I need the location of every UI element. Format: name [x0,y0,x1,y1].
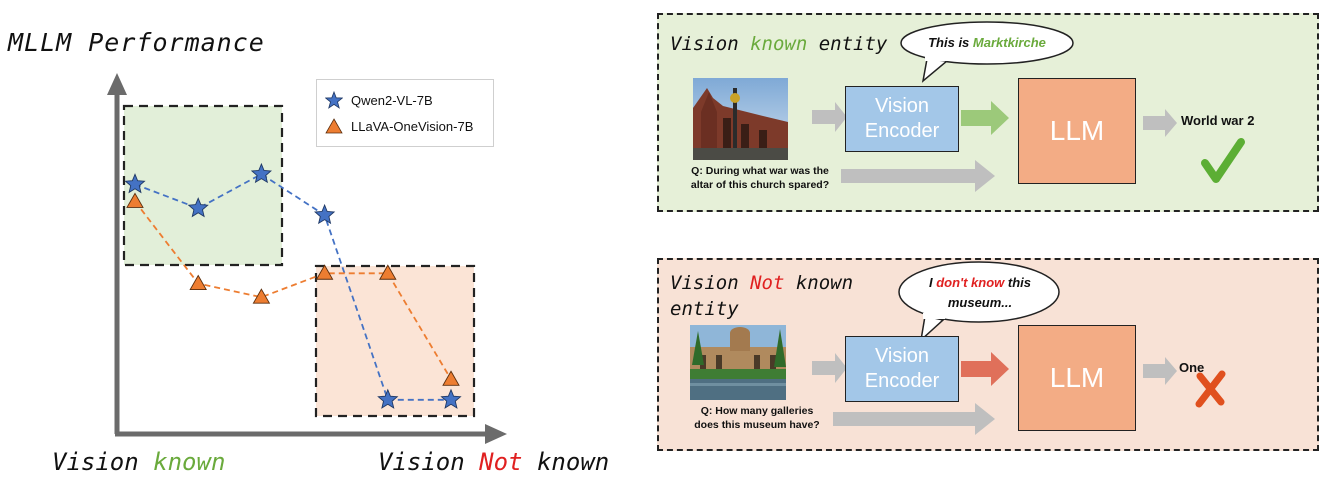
unknown-question-line2: does this museum have? [694,418,820,431]
known-llm-box: LLM [1018,78,1136,184]
known-encoder-line1: Vision [874,95,930,117]
chart-legend: Qwen2-VL-7B LLaVA-OneVision-7B [316,79,494,147]
arrow-image-to-encoder [812,102,847,132]
unknown-bubble-highlight: don't know [936,275,1005,290]
known-title-prefix: Vision [670,33,751,55]
series-0-point-3 [313,203,336,225]
known-question-line1: Q: During what war was the [691,165,829,177]
known-region [122,104,284,267]
unknown-vision-encoder: Vision Encoder [845,336,959,402]
series-0-point-0 [124,173,146,194]
x-label-left-highlight: known [153,448,226,476]
unknown-speech-bubble [898,261,1060,323]
unknown-encoder-line1: Vision [874,345,930,367]
unknown-region [314,264,476,418]
known-bubble-prefix: This is [928,35,973,50]
unknown-panel-title: Vision Not known entity [670,271,853,322]
unknown-encoder-line2: Encoder [864,370,940,392]
x-label-vision-not-known: Vision Not known [378,448,609,476]
check-icon [1201,138,1245,183]
triangle-icon [325,118,343,134]
unknown-question: Q: How many galleries does this museum h… [672,405,842,432]
known-title-suffix: entity [807,33,888,55]
known-question-line2: altar of this church spared? [690,178,830,191]
arrow-question-to-llm [841,160,995,192]
series-1-point-5 [442,370,460,386]
series-0-point-1 [187,197,209,218]
series-line-1 [134,200,452,380]
x-label-vision-known: Vision known [52,448,225,476]
series-1-point-0 [126,192,144,208]
known-question: Q: During what war was the altar of this… [675,165,845,192]
series-1-point-3 [315,264,334,280]
known-vision-encoder: Vision Encoder [845,86,959,152]
series-1-point-1 [189,274,207,290]
church-image [693,78,788,160]
arrow-image-to-encoder-2 [812,353,847,383]
arrow-llm-to-answer-2 [1143,357,1177,385]
x-label-right-suffix: known [522,448,610,476]
unknown-bubble-line2: museum... [947,294,1013,310]
x-label-left-prefix: Vision [52,448,154,476]
legend-label-qwen: Qwen2-VL-7B [351,92,433,108]
arrow-encoder-to-llm-2 [961,352,1009,386]
known-speech-bubble [900,21,1074,65]
legend-label-llava: LLaVA-OneVision-7B [351,118,474,134]
known-llm-label: LLM [1049,115,1105,146]
museum-image [690,325,786,400]
known-title-highlight: known [750,33,808,55]
series-1-point-4 [379,264,397,280]
unknown-answer: One [1179,360,1205,375]
unknown-llm-label: LLM [1049,362,1105,393]
star-icon [325,91,343,109]
unknown-title-suffix: known [784,272,854,294]
series-0-point-2 [250,162,272,184]
series-line-0 [134,173,451,401]
unknown-bubble-prefix: I [928,275,937,290]
unknown-bubble-text: I don't know this museum... [900,273,1060,312]
x-label-right-prefix: Vision [378,448,480,476]
known-panel-title: Vision known entity [670,33,887,55]
y-axis-arrow [107,73,127,95]
unknown-title-line2: entity [670,297,739,320]
performance-chart [107,73,507,444]
unknown-bubble-suffix: this [1004,275,1032,290]
known-bubble-highlight: Marktkirche [972,35,1046,50]
series-1-point-2 [252,288,271,304]
arrow-encoder-to-llm [961,101,1009,135]
series-0-point-4 [377,388,399,409]
x-axis-arrow [485,424,507,444]
known-bubble-text: This is Marktkirche [904,35,1070,50]
unknown-panel-arrows [812,261,1226,435]
legend-item-llava: LLaVA-OneVision-7B [325,115,473,137]
x-label-right-highlight: Not [479,448,523,476]
arrow-question-to-llm-2 [833,403,995,435]
series-0-point-5 [440,388,462,409]
cross-icon [1195,370,1226,408]
known-encoder-line2: Encoder [864,120,940,142]
unknown-title-prefix: Vision [670,272,751,294]
legend-item-qwen: Qwen2-VL-7B [325,89,433,111]
unknown-llm-box: LLM [1018,325,1136,431]
known-panel-arrows [812,21,1245,192]
unknown-title-highlight: Not [750,272,785,294]
known-answer: World war 2 [1181,113,1255,128]
arrow-llm-to-answer [1143,109,1177,137]
unknown-question-line1: Q: How many galleries [700,405,814,417]
y-axis-label: MLLM Performance [8,28,265,57]
